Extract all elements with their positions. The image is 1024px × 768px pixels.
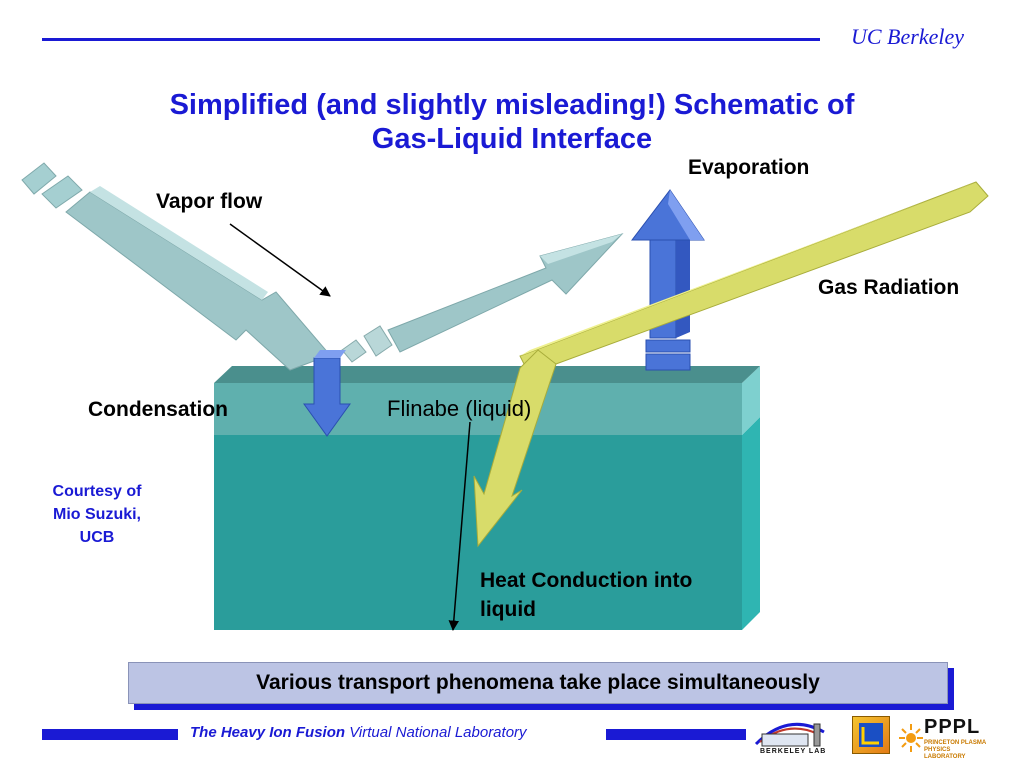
- pppl-sun-icon: [899, 724, 923, 752]
- vapor-inflow-arrow: [21, 162, 331, 371]
- pppl-subtitle-line-1: PRINCETON PLASMA: [924, 740, 987, 746]
- heat-conduction-line-1: Heat Conduction into: [480, 569, 693, 592]
- pppl-subtitle: PRINCETON PLASMA PHYSICS LABORATORY: [924, 740, 988, 761]
- footer-rule-left: [42, 729, 178, 740]
- berkeley-lab-caption: BERKELEY LAB: [760, 748, 827, 755]
- berkeley-lab-logo: BERKELEY LAB: [752, 712, 832, 760]
- credit-line-2: Mio Suzuki,: [53, 506, 141, 523]
- liquid-slab-side: [742, 417, 760, 630]
- liquid-surface-top: [214, 366, 760, 383]
- vapor-flow-label: Vapor flow: [156, 190, 263, 213]
- summary-text: Various transport phenomena take place s…: [256, 671, 820, 694]
- pppl-logo: PPPL PRINCETON PLASMA PHYSICS LABORATORY: [898, 716, 988, 760]
- condensation-label: Condensation: [88, 398, 228, 421]
- hif-vnl-logo-graphic: [859, 723, 883, 747]
- credit-line-3: UCB: [79, 529, 115, 546]
- summary-box: Various transport phenomena take place s…: [128, 662, 948, 704]
- slide-title: Simplified (and slightly misleading!) Sc…: [60, 88, 964, 156]
- liquid-label: Flinabe (liquid): [387, 396, 532, 421]
- footer-rule-right: [606, 729, 746, 740]
- header-rule: [42, 38, 820, 41]
- footer-text-part-2: Virtual National Laboratory: [349, 724, 527, 741]
- footer-text: The Heavy Ion Fusion Virtual National La…: [190, 724, 527, 741]
- evaporation-arrow: [630, 189, 705, 371]
- condensation-arrow: [303, 350, 351, 437]
- footer-text-part-1: The Heavy Ion Fusion: [190, 724, 350, 741]
- title-line-1: Simplified (and slightly misleading!) Sc…: [169, 89, 855, 121]
- heat-conduction-label: Heat Conduction into liquid: [480, 566, 692, 624]
- image-credit: Courtesy of Mio Suzuki, UCB: [28, 480, 166, 549]
- heat-conduction-pointer: [448, 421, 471, 632]
- evaporation-label: Evaporation: [688, 156, 810, 179]
- gas-radiation-label: Gas Radiation: [818, 276, 960, 299]
- org-name: UC Berkeley: [851, 24, 964, 49]
- pppl-wordmark: PPPL: [924, 716, 981, 738]
- heat-conduction-line-2: liquid: [480, 598, 536, 621]
- pppl-subtitle-line-2: PHYSICS LABORATORY: [924, 747, 966, 760]
- vapor-flow-pointer: [229, 223, 331, 297]
- gas-radiation-arrow: [473, 181, 989, 548]
- liquid-surface-side: [742, 366, 760, 435]
- vapor-reflected-arrow: [341, 233, 624, 363]
- credit-line-1: Courtesy of: [52, 483, 142, 500]
- title-line-2: Gas-Liquid Interface: [371, 123, 653, 155]
- berkeley-lab-logo-graphic: [754, 722, 825, 747]
- liquid-slab: [214, 366, 760, 630]
- liquid-surface-band: [214, 383, 742, 435]
- hif-vnl-logo: [852, 716, 890, 754]
